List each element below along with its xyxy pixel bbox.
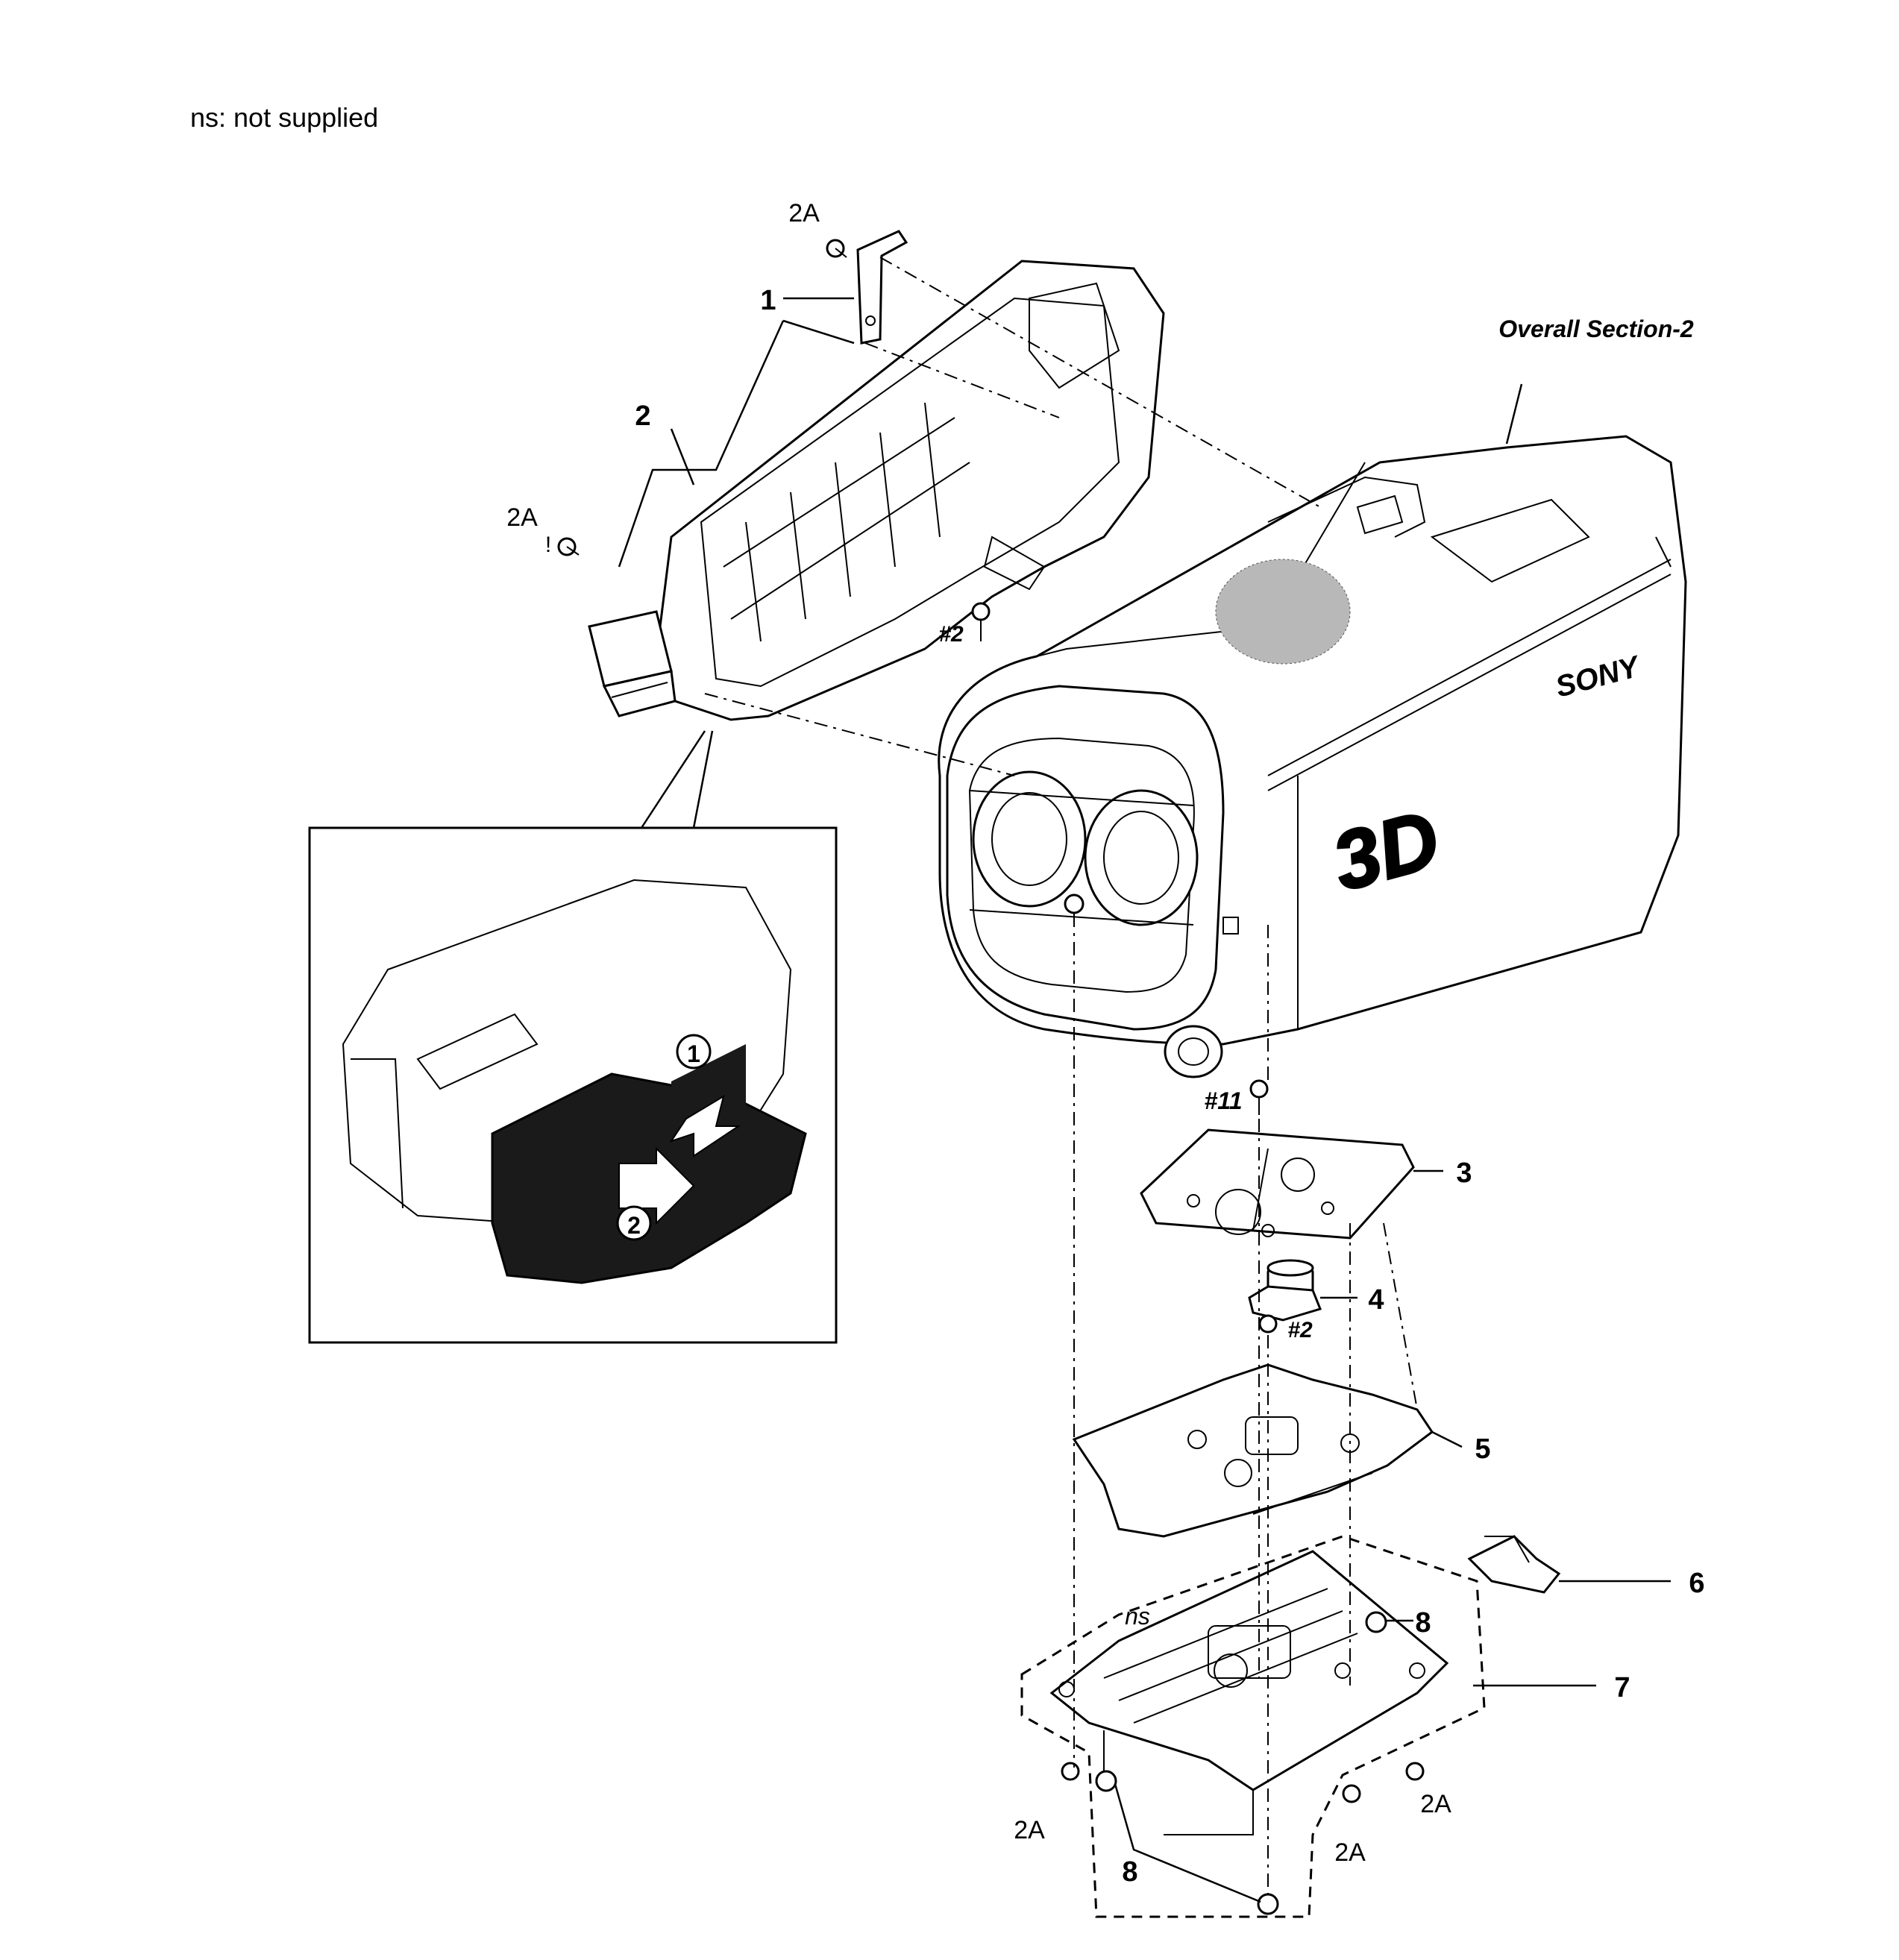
callout-1: 1 [760,285,776,316]
screw-label-2a-top: 2A [788,199,820,227]
legend-text: ns: not supplied [190,102,378,133]
part-6-component [1467,1535,1561,1594]
part-5-sheet [1072,1363,1434,1538]
step-2-marker: 2 [627,1212,641,1239]
callout-8-bottom: 8 [1122,1856,1137,1888]
callout-4: 4 [1368,1284,1384,1316]
part-8-cushions [1095,1611,1387,1915]
part-3-plate [1140,1128,1415,1240]
callout-5: 5 [1475,1433,1490,1465]
callout-7: 7 [1614,1672,1630,1703]
warning-mark: ! [545,533,551,557]
screw-label-2a-left: 2A [506,503,538,532]
not-supplied-label: ns [1125,1603,1150,1630]
part-1-bracket [856,230,908,345]
part-7-base-frame [1020,1535,1486,1918]
screw-label-2-upper: #2 [938,622,964,647]
callout-2: 2 [635,401,650,432]
overall-section-label: Overall Section-2 [1498,315,1694,342]
screw-label-2a-bottom-right: 2A [1420,1790,1451,1818]
callout-6: 6 [1689,1568,1704,1599]
inset-detail-view: 1 2 [308,730,838,1344]
grip-cover-frame [588,260,1165,721]
camera-body-overall-section-2: SONY 3D [938,435,1687,1078]
leader-lines [618,297,1671,1903]
screw-label-2a-bottom-left: 2A [1014,1816,1045,1844]
screw-label-2-lower: #2 [1287,1318,1313,1342]
callout-8-right: 8 [1415,1607,1431,1639]
part-4-component [1248,1259,1322,1322]
callout-3: 3 [1456,1158,1472,1189]
exploded-lines [704,257,1418,1894]
screw-label-11: #11 [1204,1087,1242,1114]
step-1-marker: 1 [687,1040,700,1067]
screw-label-2a-bottom-middle: 2A [1334,1838,1366,1867]
